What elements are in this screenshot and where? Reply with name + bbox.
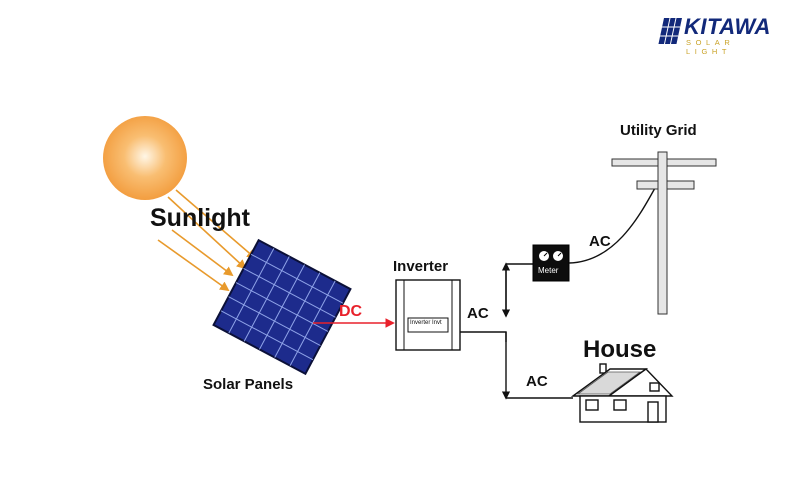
dc-label: DC [339,303,363,320]
house-label: House [583,336,657,363]
utility-grid-label: Utility Grid [620,122,697,139]
sun-ray [167,196,247,270]
brand-logo: KITAWA SOLAR LIGHT [656,14,786,56]
inverter-label: Inverter [393,258,449,275]
inverter-plate-label: Inverter Invt [410,320,442,326]
solar-panel-icon [212,238,352,376]
meter-icon [532,244,570,282]
ac-wiring [460,262,573,400]
sun-ray [171,229,234,277]
meter-label: Meter [538,266,559,275]
utility-pole-icon [611,151,717,315]
ac-house-label: AC [526,373,548,390]
solar-panels-label: Solar Panels [203,376,294,393]
house-icon [570,363,674,423]
brand-tagline: SOLAR LIGHT [686,38,735,56]
grid-wire [568,187,656,264]
brand-name: KITAWA [684,14,771,39]
sunlight-label: Sunlight [150,204,250,232]
sun-ray [157,239,230,292]
sun-ray [175,189,257,260]
sun-icon [103,116,187,200]
inverter-icon [395,279,461,351]
solar-panel-logo-icon [658,18,682,44]
ac-inverter-output-label: AC [467,305,489,322]
ac-grid-label: AC [589,233,611,250]
sunlight-rays [157,189,257,292]
